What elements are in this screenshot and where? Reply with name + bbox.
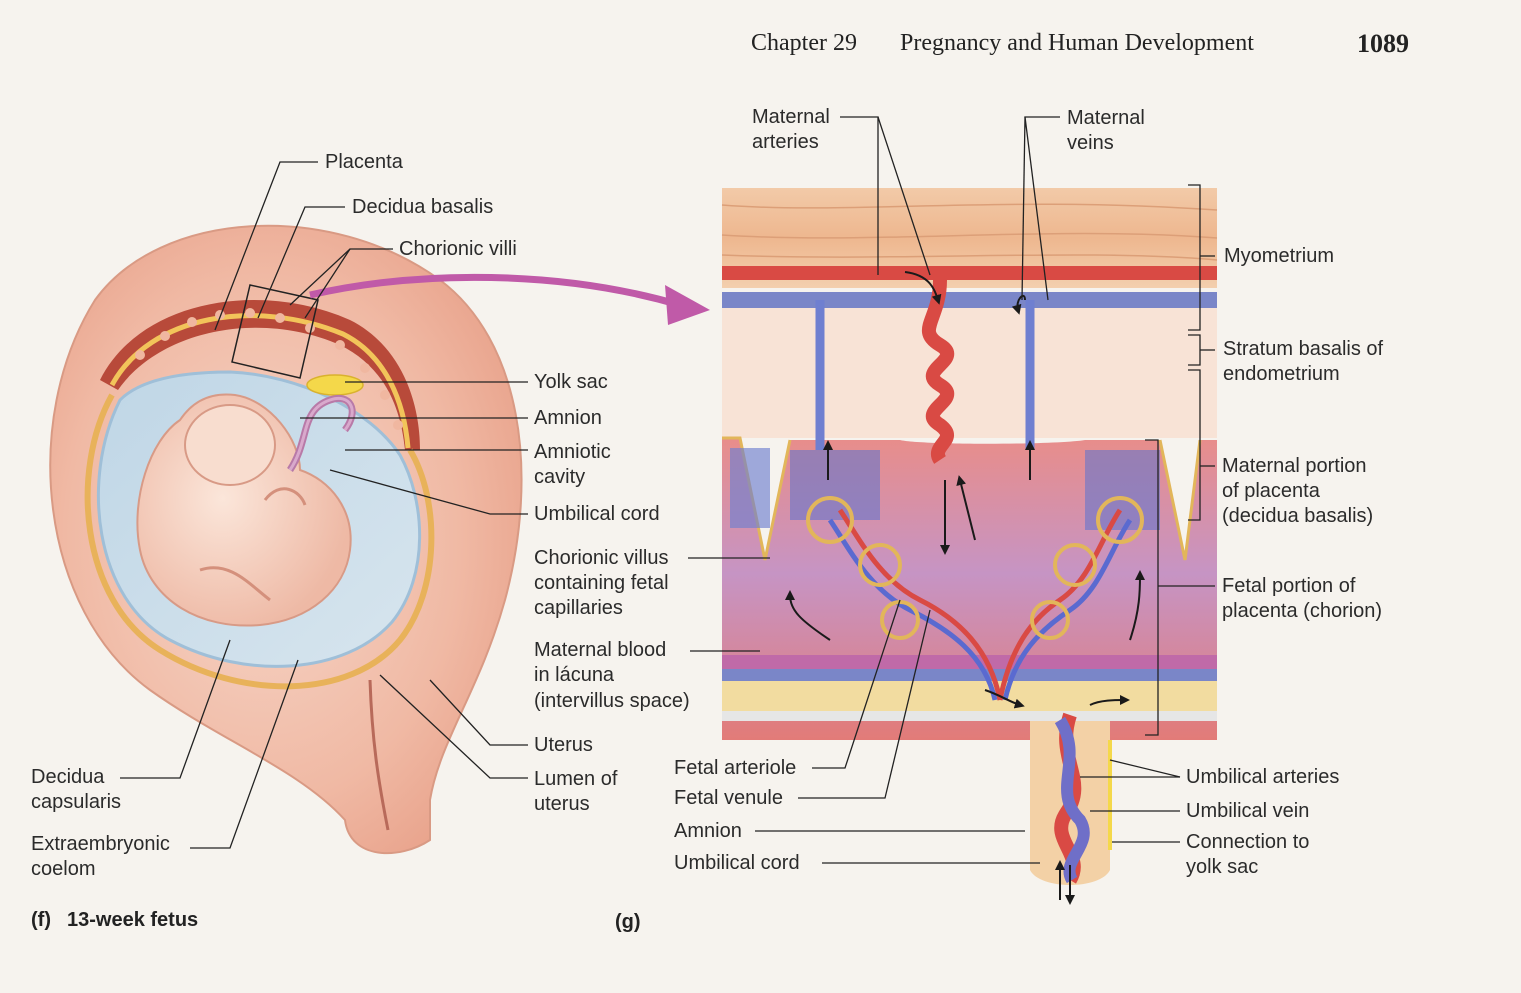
label-connection-line1: Connection to bbox=[1186, 831, 1310, 853]
running-header: Chapter 29 bbox=[751, 30, 857, 57]
chapter-number: Chapter 29 bbox=[751, 30, 857, 56]
label-maternal-veins-line1: Maternal bbox=[1067, 107, 1145, 129]
label-yolk-sac: Yolk sac bbox=[534, 371, 608, 393]
label-decidua-capsularis-line1: Decidua bbox=[31, 766, 105, 788]
label-stratum-line1: Stratum basalis of bbox=[1223, 338, 1384, 360]
label-maternal-portion-line1: Maternal portion bbox=[1222, 455, 1367, 477]
label-decidua-basalis: Decidua basalis bbox=[352, 196, 494, 218]
flow-arrows bbox=[785, 271, 1145, 905]
label-fetal-portion-line1: Fetal portion of bbox=[1222, 575, 1356, 597]
label-umbilical-arteries: Umbilical arteries bbox=[1186, 766, 1340, 788]
leader-lines-g bbox=[688, 116, 1215, 864]
label-amniotic-cavity-line2: cavity bbox=[534, 466, 586, 488]
label-chorionic-villus-line3: capillaries bbox=[534, 597, 623, 619]
label-chorionic-villi: Chorionic villi bbox=[399, 238, 517, 260]
label-amnion-f: Amnion bbox=[534, 407, 602, 429]
label-fetal-venule: Fetal venule bbox=[674, 787, 783, 809]
villus-trees bbox=[806, 496, 1144, 701]
label-maternal-arteries-line1: Maternal bbox=[752, 106, 830, 128]
label-chorionic-villus-line2: containing fetal bbox=[534, 572, 669, 594]
label-extraembryonic-line2: coelom bbox=[31, 858, 96, 880]
label-maternal-blood-line1: Maternal blood bbox=[534, 639, 667, 661]
label-fetal-arteriole: Fetal arteriole bbox=[674, 757, 797, 779]
label-lumen-line2: uterus bbox=[534, 793, 590, 815]
caption-f-letter: (f) bbox=[31, 909, 51, 931]
zoom-box bbox=[231, 284, 319, 379]
label-uterus: Uterus bbox=[534, 734, 593, 756]
label-umbilical-cord-f: Umbilical cord bbox=[534, 503, 660, 525]
page-number: 1089 bbox=[1357, 29, 1409, 58]
label-placenta: Placenta bbox=[325, 151, 403, 173]
label-maternal-veins-line2: veins bbox=[1067, 132, 1114, 154]
panel-g-placenta-section bbox=[721, 188, 1218, 885]
label-amnion-g: Amnion bbox=[674, 820, 742, 842]
label-maternal-portion-line2: of placenta bbox=[1222, 480, 1320, 502]
label-stratum-line2: endometrium bbox=[1223, 363, 1340, 385]
label-maternal-arteries-line2: arteries bbox=[752, 131, 819, 153]
label-extraembryonic-line1: Extraembryonic bbox=[31, 833, 170, 855]
label-lumen-line1: Lumen of bbox=[534, 768, 618, 790]
zoom-arrow bbox=[309, 273, 681, 309]
label-fetal-portion-line2: placenta (chorion) bbox=[1222, 600, 1383, 622]
label-chorionic-villus-line1: Chorionic villus bbox=[534, 547, 669, 569]
label-umbilical-cord-g: Umbilical cord bbox=[674, 852, 800, 874]
caption-g-letter: (g) bbox=[615, 911, 641, 933]
chapter-title: Pregnancy and Human Development bbox=[900, 30, 1254, 56]
label-umbilical-vein: Umbilical vein bbox=[1186, 800, 1310, 822]
label-amniotic-cavity-line1: Amniotic bbox=[534, 441, 611, 463]
label-maternal-blood-line2: in lácuna bbox=[534, 664, 615, 686]
panel-f-uterus bbox=[49, 224, 523, 855]
caption-f-text: 13-week fetus bbox=[67, 909, 199, 931]
label-decidua-capsularis-line2: capsularis bbox=[31, 791, 122, 813]
leader-lines-f bbox=[120, 161, 528, 849]
label-connection-line2: yolk sac bbox=[1186, 856, 1259, 878]
chorionic-villi-pattern bbox=[135, 308, 403, 430]
label-myometrium: Myometrium bbox=[1224, 245, 1335, 267]
label-maternal-portion-line3: (decidua basalis) bbox=[1222, 505, 1374, 527]
label-maternal-blood-line3: (intervillus space) bbox=[534, 690, 690, 712]
